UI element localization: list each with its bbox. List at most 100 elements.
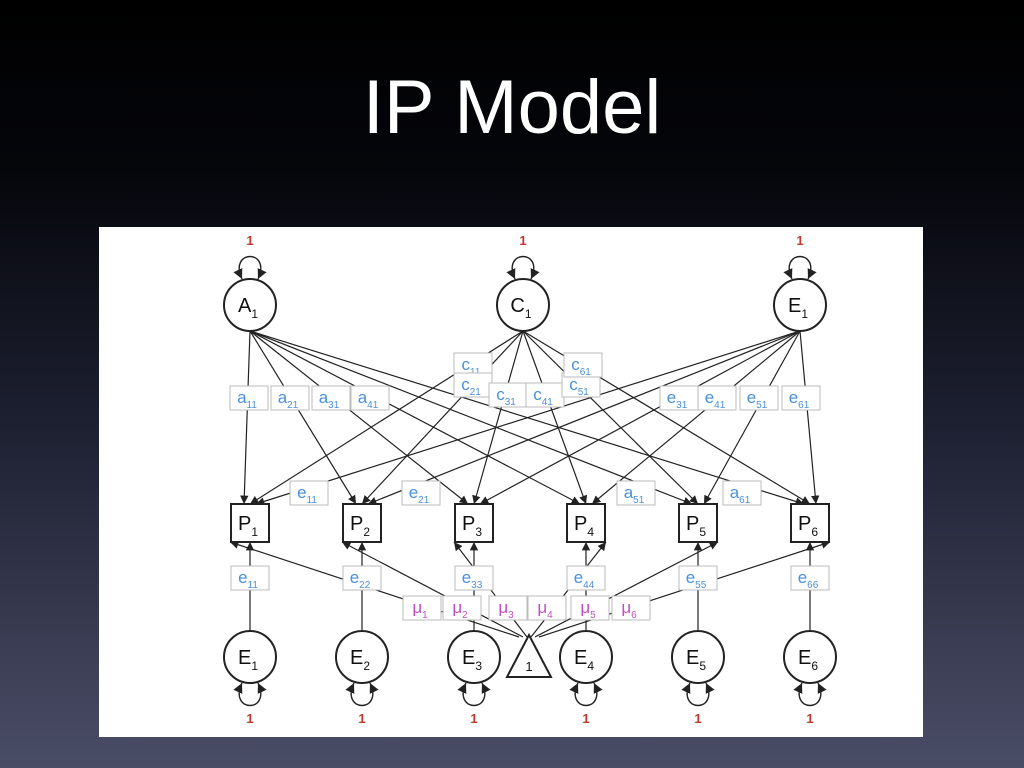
a-path-label-31: a31: [311, 385, 351, 411]
c-path-label-31: c31: [488, 382, 528, 408]
common-factor-c1: C1: [496, 278, 550, 332]
mean-label-2: μ2: [442, 595, 482, 621]
variance-label: 1: [358, 711, 365, 726]
e-common-path-label-61-text: e61: [789, 388, 810, 411]
mean-label-5-text: μ5: [580, 598, 596, 621]
e-specific-path-label-55-box: [678, 565, 718, 591]
e-common-path-label-21: e21: [401, 480, 441, 506]
c-path-label-21: c21: [453, 372, 493, 398]
a-path-label-11-box: [229, 385, 269, 411]
c-path-label-41: c41: [525, 382, 565, 408]
mean-label-3-text: μ3: [498, 598, 514, 621]
phenotype-p3: P3: [454, 503, 494, 543]
variance-label: 1: [796, 233, 803, 248]
e-common-path-label-31: e31: [659, 385, 699, 411]
phenotype-label: P1: [238, 513, 258, 539]
e-common-path-label-41: e41: [697, 385, 737, 411]
e-common-path-label-41-box: [697, 385, 737, 411]
mean-label-2-text: μ2: [452, 598, 468, 621]
a-path-label-11-text: a11: [237, 388, 257, 411]
variance-loop-e1: [233, 682, 267, 707]
factor-circle: [671, 630, 725, 684]
c-path-label-21-text: c21: [461, 375, 481, 398]
a-path-label-61: a61: [722, 480, 762, 506]
e-path-line-4: [591, 330, 801, 505]
variance-label: 1: [246, 233, 253, 248]
variance-label: 1: [582, 711, 589, 726]
triangle-shape: [505, 632, 553, 678]
e-path-line-3: [479, 330, 801, 505]
path-diagram-svg: a11a21a31a41a51a61c11c21c31c41c51c61e11e…: [223, 233, 837, 726]
variance-label: 1: [806, 711, 813, 726]
variance-loop-e6: [793, 682, 827, 707]
e-common-path-label-61: e61: [781, 385, 821, 411]
e-specific-path-label-22-box: [342, 565, 382, 591]
c-path-label-51-text: c51: [569, 375, 589, 398]
specific-factor-e2: E2: [335, 630, 389, 684]
e-specific-path-label-22-text: e22: [350, 568, 371, 591]
a-path-label-31-text: a31: [319, 388, 340, 411]
mean-path-line-2: [341, 541, 524, 638]
factor-label: A1: [238, 295, 258, 321]
a-path-label-41: a41: [350, 385, 390, 411]
factor-label: E4: [574, 647, 594, 673]
mean-label-4: μ4: [527, 595, 567, 621]
e-common-path-label-11-text: e11: [297, 483, 317, 506]
mean-label-6-box: [611, 595, 651, 621]
mean-label-4-text: μ4: [537, 598, 553, 621]
variance-label: 1: [519, 233, 526, 248]
specific-factor-e4: E4: [559, 630, 613, 684]
factor-label: E2: [350, 647, 370, 673]
mean-label-5: μ5: [570, 595, 610, 621]
phenotype-label: P3: [462, 513, 482, 539]
e-specific-path-label-11-text: e11: [238, 568, 258, 591]
common-factor-a1: A1: [223, 278, 277, 332]
c-path-line-2: [361, 330, 524, 505]
e-common-path-label-11-box: [289, 480, 329, 506]
factor-circle: [559, 630, 613, 684]
variance-label: 1: [470, 711, 477, 726]
e-specific-path-label-55-text: e55: [686, 568, 707, 591]
mean-label-1-text: μ1: [412, 598, 428, 621]
variance-loop-e1: [783, 255, 817, 280]
factor-label: E1: [238, 647, 258, 673]
phenotype-box: [678, 503, 718, 543]
e-common-path-label-41-text: e41: [705, 388, 726, 411]
mean-label-1-box: [402, 595, 442, 621]
a-path-label-21-box: [270, 385, 310, 411]
mean-label-6: μ6: [611, 595, 651, 621]
e-specific-path-label-44-box: [566, 565, 606, 591]
phenotype-label: P4: [574, 513, 594, 539]
factor-label: E5: [686, 647, 706, 673]
a-path-label-51-text: a51: [624, 483, 645, 506]
specific-factor-e1: E1: [223, 630, 277, 684]
variance-loop-e2: [345, 682, 379, 707]
e-specific-path-label-33: e33: [454, 565, 494, 591]
c-path-label-61-box: [563, 352, 603, 378]
a-path-label-11: a11: [229, 385, 269, 411]
ip-model-diagram: a11a21a31a41a51a61c11c21c31c41c51c61e11e…: [99, 227, 923, 737]
e-common-path-label-51-text: e51: [747, 388, 768, 411]
variance-label: 1: [694, 711, 701, 726]
phenotype-label: P5: [686, 513, 706, 539]
factor-circle: [447, 630, 501, 684]
variance-loop-a1: [233, 255, 267, 280]
e-specific-path-label-44: e44: [566, 565, 606, 591]
a-path-label-51-box: [616, 480, 656, 506]
variance-loop-e3: [457, 682, 491, 707]
e-specific-path-label-66: e66: [790, 565, 830, 591]
e-common-path-label-51: e51: [739, 385, 779, 411]
e-path-line-1: [255, 330, 801, 506]
e-common-path-label-11: e11: [289, 480, 329, 506]
c-path-line-5: [522, 330, 699, 505]
factor-circle: [496, 278, 550, 332]
phenotype-p5: P5: [678, 503, 718, 543]
a-path-line-4: [249, 330, 581, 505]
variance-label: 1: [246, 711, 253, 726]
variance-loop-c1: [506, 255, 540, 280]
a-path-line-2: [249, 330, 357, 505]
a-path-label-21-text: a21: [278, 388, 299, 411]
slide-title: IP Model: [362, 65, 662, 150]
e-specific-path-label-55: e55: [678, 565, 718, 591]
a-path-label-61-box: [722, 480, 762, 506]
